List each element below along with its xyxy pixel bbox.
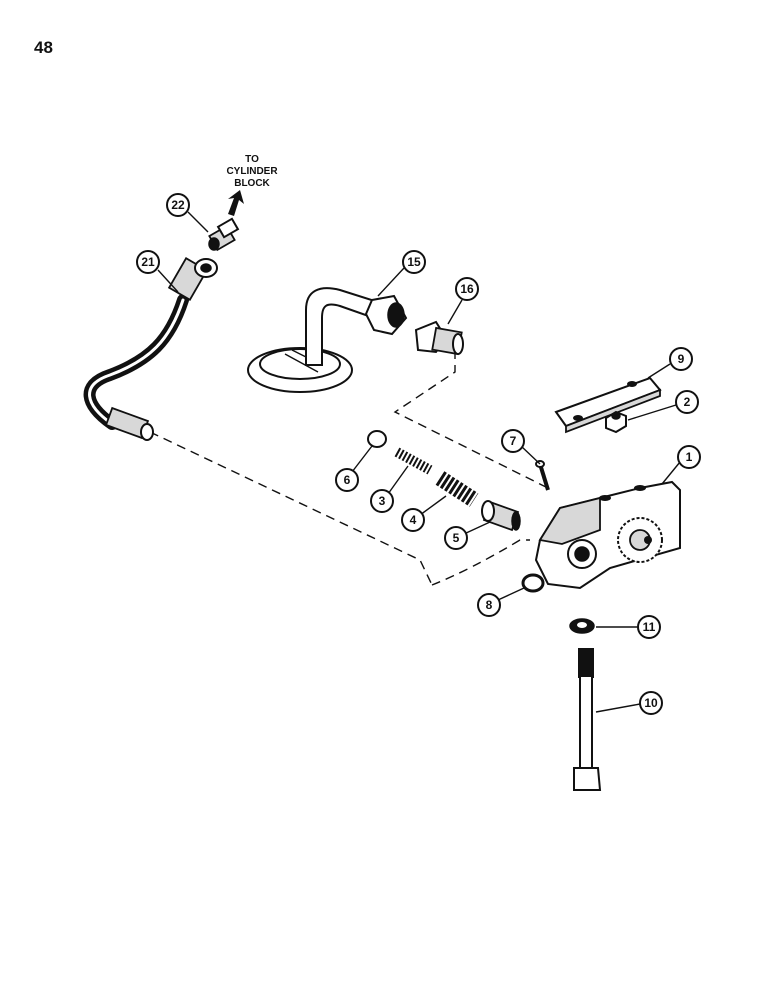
- part-8-o-ring: [521, 573, 545, 593]
- direction-arrow-icon: [228, 190, 244, 216]
- callout-4: [401, 508, 425, 532]
- callouts: 22 21 15 16 9 2 7 1 6 3: [136, 193, 701, 715]
- page-number: 48: [34, 38, 53, 57]
- part-1-pump-body: [534, 480, 681, 590]
- callout-21-label: 21: [141, 255, 155, 269]
- callout-5-label: 5: [453, 531, 460, 545]
- callout-2-label: 2: [684, 395, 691, 409]
- callout-6: [335, 468, 359, 492]
- callout-16-label: 16: [460, 282, 474, 296]
- callout-22: [166, 193, 190, 217]
- callout-9: [669, 347, 693, 371]
- callout-16: [455, 277, 479, 301]
- callout-9-label: 9: [678, 352, 685, 366]
- callout-11-label: 11: [643, 620, 656, 634]
- part-9-plate: [554, 376, 662, 434]
- callout-2: [675, 390, 699, 414]
- assembly-dashed-lines: [149, 350, 549, 586]
- callout-15: [402, 250, 426, 274]
- part-11-washer: [569, 618, 595, 634]
- part-5-valve: [481, 500, 521, 532]
- callout-10: [639, 691, 663, 715]
- part-22-fitting: [208, 217, 240, 252]
- part-2-nut: [605, 410, 627, 434]
- callout-11: [637, 615, 661, 639]
- cylinder-block-note: TO CYLINDER BLOCK: [226, 154, 278, 216]
- callout-21: [136, 250, 160, 274]
- note-line-3: BLOCK: [234, 178, 270, 189]
- callout-15-label: 15: [407, 255, 421, 269]
- callout-3-label: 3: [379, 494, 386, 508]
- part-21-hose: [83, 257, 218, 441]
- callout-10-label: 10: [644, 696, 658, 710]
- part-4-spring: [435, 471, 479, 507]
- callout-8: [477, 593, 501, 617]
- callout-4-label: 4: [410, 513, 417, 527]
- note-line-1: TO: [245, 154, 259, 165]
- callout-1: [677, 445, 701, 469]
- part-3-spring: [394, 447, 433, 475]
- callout-3: [370, 489, 394, 513]
- callout-6-label: 6: [344, 473, 351, 487]
- part-10-bolt: [573, 648, 602, 791]
- part-6-plug: [367, 430, 387, 448]
- callout-7: [501, 429, 525, 453]
- part-16-connector: [414, 320, 464, 356]
- callout-5: [444, 526, 468, 550]
- callout-1-label: 1: [686, 450, 693, 464]
- callout-7-label: 7: [510, 434, 517, 448]
- note-line-2: CYLINDER: [226, 166, 278, 177]
- callout-8-label: 8: [486, 598, 493, 612]
- callout-22-label: 22: [171, 198, 185, 212]
- part-15-pickup-tube: [247, 287, 408, 393]
